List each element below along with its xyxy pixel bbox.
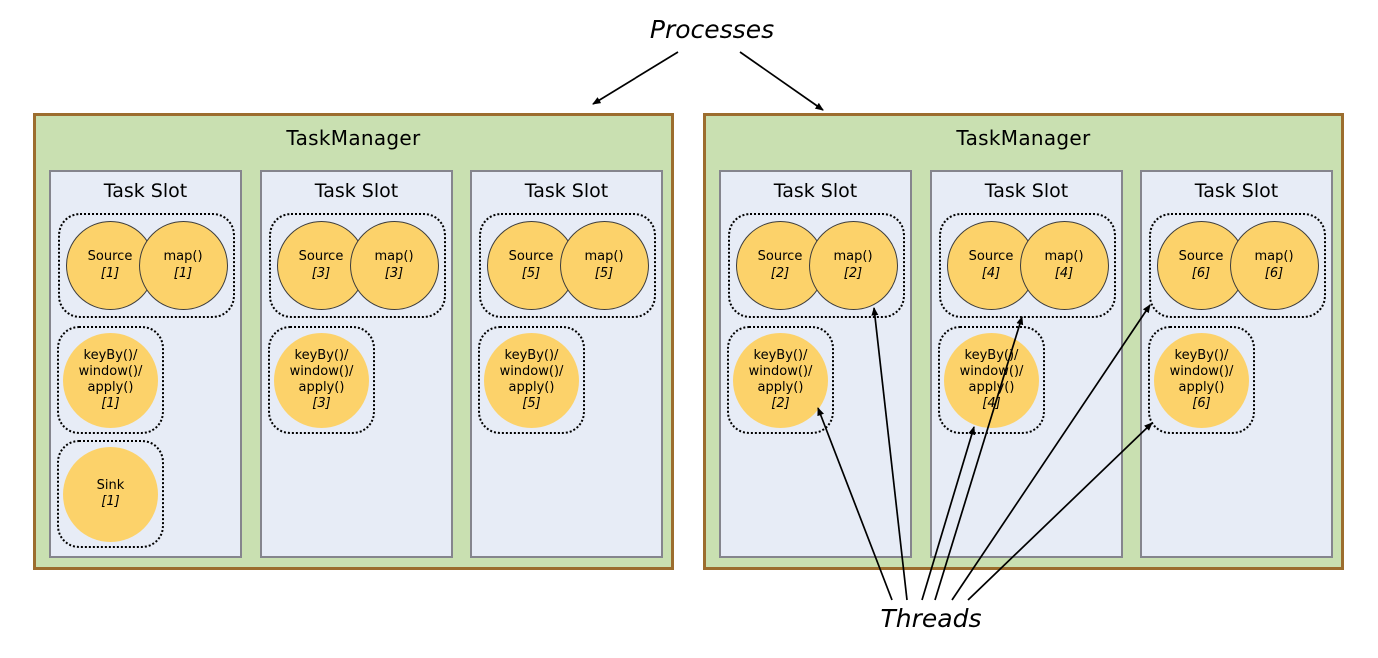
task-index: [5] [594, 265, 614, 281]
task-label: map() [374, 248, 414, 264]
task-label: keyBy()/ [83, 347, 138, 363]
task-label: Source [968, 248, 1014, 264]
source-map-group: Source [5] map() [5] [479, 213, 656, 318]
taskmanager-right: TaskManager Task Slot Source [2] map() [… [703, 113, 1344, 570]
task-index: [1] [101, 396, 120, 412]
task-label: Source [508, 248, 554, 264]
task-slot-title: Task Slot [524, 180, 609, 202]
task-label: keyBy()/ [964, 347, 1019, 363]
task-label: apply() [757, 380, 804, 395]
keyby-group: keyBy()/ window()/ apply() [1] [57, 326, 164, 434]
task-index: [3] [384, 265, 404, 281]
task-slot-title: Task Slot [984, 180, 1069, 202]
task-slot-title: Task Slot [773, 180, 858, 202]
keyby-task-circle: keyBy()/ window()/ apply() [2] [733, 332, 828, 428]
task-label: map() [584, 248, 624, 264]
processes-to-left-taskmanager-arrow [592, 51, 679, 105]
task-slot: Task Slot Source [6] map() [6] keyBy()/ … [1140, 170, 1333, 558]
task-label: keyBy()/ [1174, 347, 1229, 363]
task-index: [6] [1191, 265, 1211, 281]
processes-to-right-taskmanager-arrow [739, 51, 824, 111]
taskmanager-title: TaskManager [286, 126, 421, 150]
source-map-group: Source [2] map() [2] [728, 213, 905, 318]
task-label: map() [1044, 248, 1084, 264]
task-slot: Task Slot Source [3] map() [3] keyBy()/ … [260, 170, 453, 558]
task-slot-title: Task Slot [103, 180, 188, 202]
task-index: [2] [771, 396, 790, 412]
sink-task-circle: Sink [1] [63, 446, 158, 542]
task-index: [1] [173, 265, 193, 281]
task-index: [2] [843, 265, 863, 281]
task-label: window()/ [748, 363, 813, 379]
task-label: keyBy()/ [753, 347, 808, 363]
task-index: [1] [100, 265, 120, 281]
task-slot: Task Slot Source [2] map() [2] keyBy()/ … [719, 170, 912, 558]
task-index: [5] [521, 265, 541, 281]
task-label: apply() [1178, 380, 1225, 395]
task-slot-title: Task Slot [314, 180, 399, 202]
task-label: Source [298, 248, 344, 264]
keyby-group: keyBy()/ window()/ apply() [6] [1148, 326, 1255, 434]
task-label: keyBy()/ [294, 347, 349, 363]
source-task-circle: Source [5] [486, 221, 576, 310]
source-map-group: Source [4] map() [4] [939, 213, 1116, 318]
keyby-group: keyBy()/ window()/ apply() [2] [727, 326, 834, 434]
task-index: [6] [1264, 265, 1284, 281]
task-label: apply() [508, 380, 555, 395]
task-label: window()/ [959, 363, 1024, 379]
task-index: [6] [1192, 396, 1211, 412]
task-slot-title: Task Slot [1194, 180, 1279, 202]
task-label: window()/ [78, 363, 143, 379]
task-label: map() [163, 248, 203, 264]
task-index: [5] [522, 396, 541, 412]
task-label: Source [87, 248, 133, 264]
task-label: apply() [968, 380, 1015, 395]
keyby-group: keyBy()/ window()/ apply() [5] [478, 326, 585, 434]
task-label: Source [757, 248, 803, 264]
taskmanager-left: TaskManager Task Slot Source [1] map() [… [33, 113, 674, 570]
map-task-circle: map() [6] [1229, 221, 1319, 310]
task-label: apply() [87, 380, 134, 395]
keyby-task-circle: keyBy()/ window()/ apply() [6] [1154, 332, 1249, 428]
task-label: map() [833, 248, 873, 264]
task-index: [1] [101, 494, 120, 509]
task-label: keyBy()/ [504, 347, 559, 363]
threads-label: Threads [880, 604, 982, 633]
map-task-circle: map() [4] [1019, 221, 1109, 310]
sink-group: Sink [1] [57, 440, 164, 548]
task-label: map() [1254, 248, 1294, 264]
taskmanager-title: TaskManager [956, 126, 1091, 150]
keyby-task-circle: keyBy()/ window()/ apply() [3] [274, 332, 369, 428]
task-index: [4] [981, 265, 1001, 281]
source-map-group: Source [3] map() [3] [269, 213, 446, 318]
map-task-circle: map() [3] [349, 221, 439, 310]
task-slot: Task Slot Source [5] map() [5] keyBy()/ … [470, 170, 663, 558]
source-map-group: Source [6] map() [6] [1149, 213, 1326, 318]
task-index: [2] [770, 265, 790, 281]
keyby-task-circle: keyBy()/ window()/ apply() [5] [484, 332, 579, 428]
task-index: [4] [982, 396, 1001, 412]
task-index: [3] [312, 396, 331, 412]
task-index: [3] [311, 265, 331, 281]
map-task-circle: map() [2] [808, 221, 898, 310]
map-task-circle: map() [5] [559, 221, 649, 310]
source-map-group: Source [1] map() [1] [58, 213, 235, 318]
task-label: window()/ [499, 363, 564, 379]
task-label: window()/ [289, 363, 354, 379]
task-index: [4] [1054, 265, 1074, 281]
task-label: apply() [298, 380, 345, 395]
keyby-group: keyBy()/ window()/ apply() [4] [938, 326, 1045, 434]
processes-label: Processes [649, 15, 775, 44]
task-slot: Task Slot Source [4] map() [4] keyBy()/ … [930, 170, 1123, 558]
task-label: window()/ [1169, 363, 1234, 379]
task-label: Source [1178, 248, 1224, 264]
keyby-task-circle: keyBy()/ window()/ apply() [4] [944, 332, 1039, 428]
task-slot: Task Slot Source [1] map() [1] keyBy()/ … [49, 170, 242, 558]
task-label: Sink [96, 477, 125, 493]
keyby-group: keyBy()/ window()/ apply() [3] [268, 326, 375, 434]
map-task-circle: map() [1] [138, 221, 228, 310]
keyby-task-circle: keyBy()/ window()/ apply() [1] [63, 332, 158, 428]
